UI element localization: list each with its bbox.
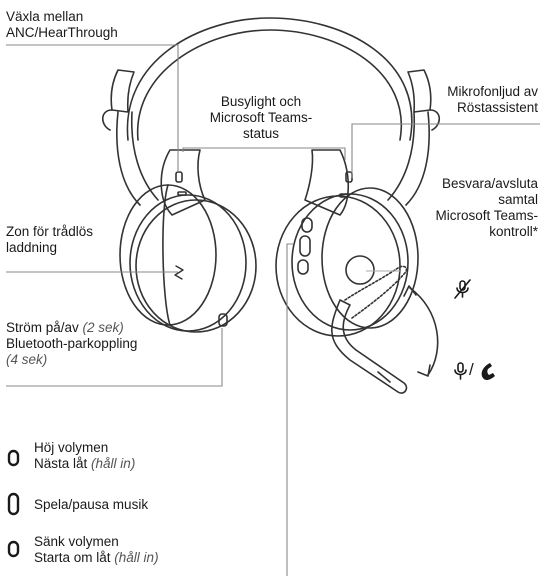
volume-down-button — [297, 259, 309, 275]
headband-pad-right — [407, 69, 432, 113]
legend-small-button-icon-2 — [7, 540, 20, 558]
headband — [126, 17, 413, 141]
charging-zone-icon — [174, 265, 184, 280]
right-earcup — [275, 195, 401, 337]
busylight-label: Busylight och Microsoft Teams- status — [209, 94, 313, 141]
headband-pad-left — [110, 69, 135, 113]
callout-line-anc — [6, 44, 179, 172]
legend-large-button-icon — [7, 492, 20, 516]
right-cushion — [321, 187, 419, 329]
answer-call-label: Besvara/avsluta samtal Microsoft Teams- … — [435, 176, 538, 239]
legend-volume-up: Höj volymen Nästa låt (håll in) — [34, 440, 136, 471]
play-pause-button — [299, 235, 311, 257]
legend-small-button-icon-1 — [7, 449, 20, 467]
teams-button — [345, 255, 375, 285]
volume-up-button — [301, 217, 313, 233]
mic-muted-icon — [454, 279, 471, 299]
callout-line-volume — [286, 243, 293, 576]
legend-play-pause: Spela/pausa musik — [34, 497, 149, 512]
mic-boom — [331, 299, 408, 394]
mic-phone-separator: / — [469, 360, 474, 379]
phone-icon — [481, 363, 495, 381]
anc-label: Växla mellan ANC/HearThrough — [6, 9, 118, 40]
callout-line-busylight — [182, 147, 346, 160]
power-label: Ström på/av (2 sek) Bluetooth-parkopplin… — [6, 320, 138, 367]
mic-active-icon — [454, 362, 467, 380]
left-cushion — [119, 184, 217, 326]
left-earcup — [129, 194, 247, 332]
rotation-arrow — [409, 287, 439, 376]
mic-boom-raised — [344, 265, 408, 319]
mic-mute-label: Mikrofonljud av Röstassistent — [447, 84, 538, 115]
wireless-charging-label: Zon för trådlös laddning — [6, 224, 94, 255]
callout-line-mic-mute — [351, 123, 540, 178]
legend-volume-down: Sänk volymen Starta om låt (håll in) — [34, 534, 159, 565]
callout-line-power — [6, 328, 223, 387]
